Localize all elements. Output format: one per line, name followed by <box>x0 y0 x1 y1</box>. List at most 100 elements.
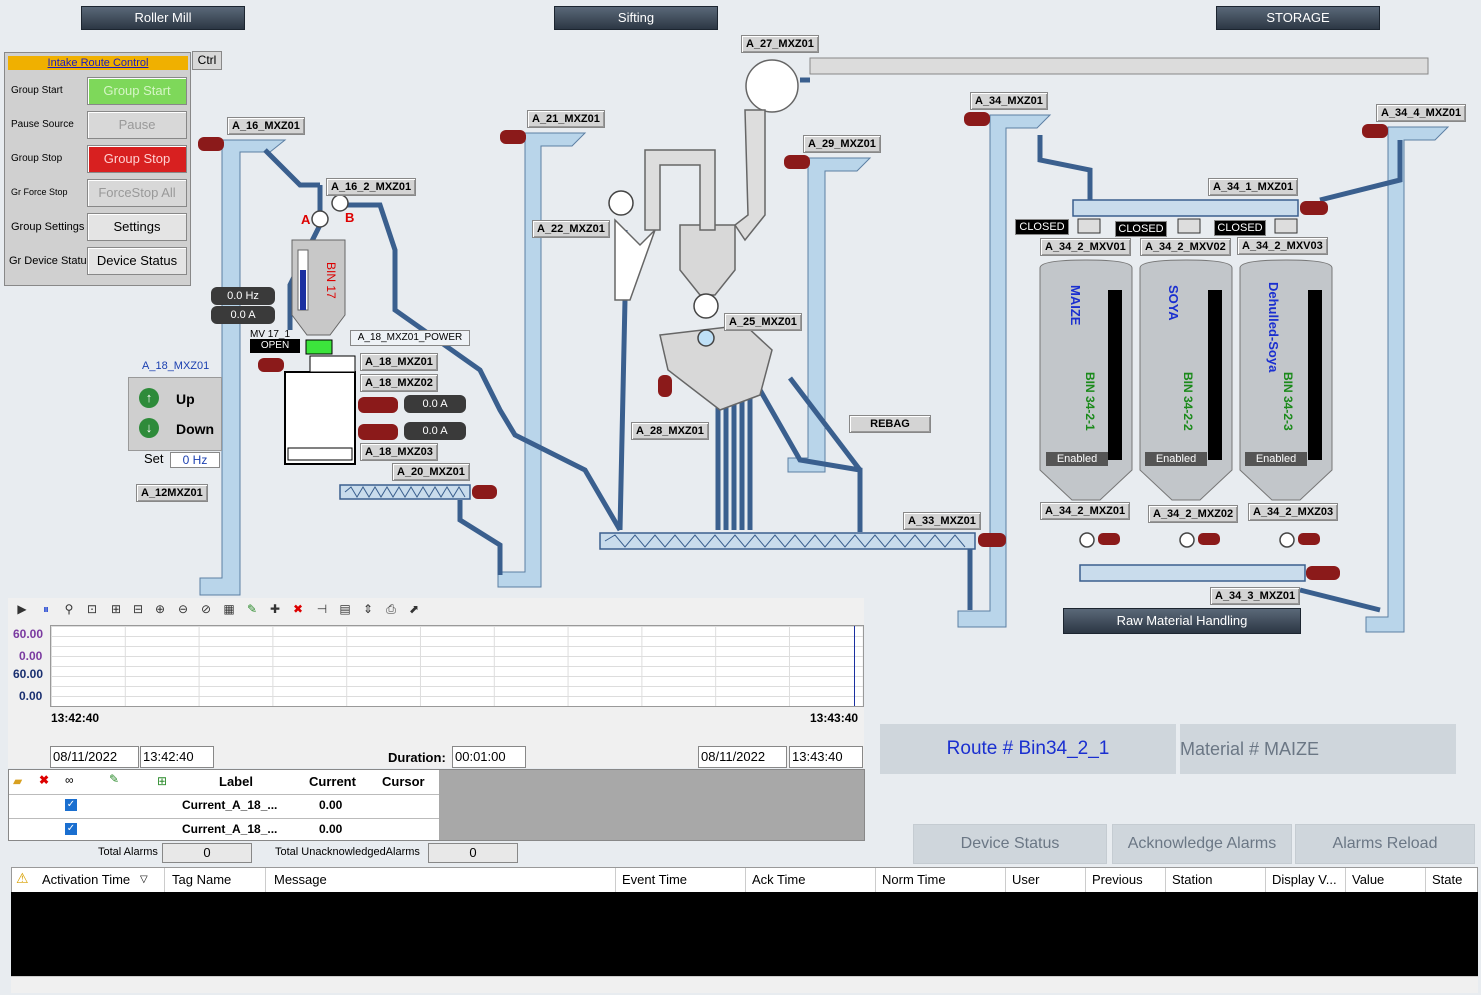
label-gr-force-stop: Gr Force Stop <box>11 187 68 197</box>
zoom-area-icon[interactable]: ⊡ <box>86 602 98 616</box>
delete-icon[interactable]: ✖ <box>292 602 304 616</box>
forcestop-all-button[interactable]: ForceStop All <box>87 179 187 207</box>
zoom-x-icon[interactable]: ⊞ <box>110 602 122 616</box>
play-icon[interactable]: ▶ <box>17 602 27 616</box>
alarm-list[interactable] <box>11 892 1478 976</box>
col-norm-time[interactable]: Norm Time <box>882 872 946 887</box>
col-message[interactable]: Message <box>274 872 327 887</box>
settings-button[interactable]: Settings <box>87 213 187 241</box>
tag-a18-2[interactable]: A_18_MXZ02 <box>360 374 438 392</box>
panel-title[interactable]: Intake Route Control <box>8 56 188 70</box>
section-roller-mill: Roller Mill <box>81 6 245 30</box>
tag-a34-1[interactable]: A_34_1_MXZ01 <box>1208 178 1299 196</box>
col-user[interactable]: User <box>1012 872 1040 887</box>
start-date-picker[interactable]: 08/11/2022 <box>50 746 139 768</box>
ctrl-button[interactable]: Ctrl <box>192 51 222 70</box>
trend-cursor[interactable] <box>854 626 855 706</box>
down-arrow-icon[interactable]: ↓ <box>139 418 159 438</box>
end-time-input[interactable]: 13:43:40 <box>789 746 863 768</box>
tag-a34-3[interactable]: A_34_3_MXZ01 <box>1210 587 1301 605</box>
duration-input[interactable]: 00:01:00 <box>452 746 526 768</box>
tag-a34-4[interactable]: A_34_4_MXZ01 <box>1376 104 1467 122</box>
add-icon[interactable]: ✚ <box>269 602 281 616</box>
export-icon[interactable]: ⬈ <box>408 602 420 616</box>
tag-a21[interactable]: A_21_MXZ01 <box>527 110 605 128</box>
tag-a12[interactable]: A_12MXZ01 <box>136 484 208 502</box>
elevator-a21 <box>497 132 587 588</box>
sort-icon[interactable]: ▽ <box>140 874 148 885</box>
end-date-picker[interactable]: 08/11/2022 <box>698 746 787 768</box>
add-pen-icon[interactable]: ⊞ <box>157 774 168 788</box>
folder-icon[interactable]: ▰ <box>13 774 23 788</box>
remove-pen-icon[interactable]: ✖ <box>39 773 50 787</box>
pen-style-icon[interactable]: ✎ <box>109 772 120 786</box>
tag-a34[interactable]: A_34_MXZ01 <box>970 92 1048 110</box>
y-tick-4: 0.00 <box>19 689 43 703</box>
device-status-button[interactable]: Device Status <box>913 824 1107 864</box>
col-event-time[interactable]: Event Time <box>622 872 688 887</box>
cursor-icon[interactable]: ⊣ <box>316 602 328 616</box>
down-label[interactable]: Down <box>176 421 215 437</box>
alarm-scrollbar[interactable] <box>11 976 1478 993</box>
device-status-panel-button[interactable]: Device Status <box>87 247 187 275</box>
pen-row-2-check[interactable]: ✓ <box>65 823 77 835</box>
alarms-reload-button[interactable]: Alarms Reload <box>1295 824 1475 864</box>
tag-a33[interactable]: A_33_MXZ01 <box>903 512 981 530</box>
col-ack-time[interactable]: Ack Time <box>752 872 806 887</box>
tag-a22[interactable]: A_22_MXZ01 <box>532 220 610 238</box>
start-time-input[interactable]: 13:42:40 <box>140 746 214 768</box>
tag-mxv03[interactable]: A_34_2_MXV03 <box>1237 237 1328 255</box>
tag-a27[interactable]: A_27_MXZ01 <box>741 35 819 53</box>
link-icon[interactable]: ⚲ <box>64 602 74 616</box>
layout-icon[interactable]: ▤ <box>339 602 351 616</box>
zoom-y-icon[interactable]: ⊟ <box>132 602 144 616</box>
zoom-in-icon[interactable]: ⊕ <box>154 602 166 616</box>
tag-a28[interactable]: A_28_MXZ01 <box>631 422 709 440</box>
col-station[interactable]: Station <box>1172 872 1213 887</box>
col-value[interactable]: Value <box>1352 872 1385 887</box>
group-start-button[interactable]: Group Start <box>87 77 187 105</box>
silo-1-name: BIN 34-2-1 <box>1083 372 1097 431</box>
tag-mxv01[interactable]: A_34_2_MXV01 <box>1040 238 1131 256</box>
a18-link-label[interactable]: A_18_MXZ01 <box>142 360 210 372</box>
reset-zoom-icon[interactable]: ⊘ <box>200 602 212 616</box>
fit-icon[interactable]: ⇕ <box>362 602 374 616</box>
group-stop-button[interactable]: Group Stop <box>87 145 187 173</box>
col-tag-name[interactable]: Tag Name <box>172 872 232 887</box>
pen-row-1-check[interactable]: ✓ <box>65 799 77 811</box>
print-icon[interactable]: ⎙ <box>386 602 396 616</box>
tag-a29[interactable]: A_29_MXZ01 <box>803 135 881 153</box>
set-label: Set <box>144 451 164 466</box>
pause-button[interactable]: Pause <box>87 111 187 139</box>
tag-a18-1[interactable]: A_18_MXZ01 <box>360 353 438 371</box>
up-arrow-icon[interactable]: ↑ <box>139 388 159 408</box>
tag-a18-3[interactable]: A_18_MXZ03 <box>360 443 438 461</box>
col-display-value[interactable]: Display V... <box>1272 872 1337 887</box>
trend-grid[interactable] <box>50 625 864 707</box>
tag-rebag[interactable]: REBAG <box>849 415 931 433</box>
pen-icon[interactable]: ✎ <box>246 602 258 616</box>
pause-icon[interactable]: ⏸ <box>42 602 49 616</box>
col-activation-time[interactable]: Activation Time <box>42 872 131 887</box>
silo-2-name: BIN 34-2-2 <box>1181 372 1195 431</box>
acknowledge-alarms-button[interactable]: Acknowledge Alarms <box>1112 824 1292 864</box>
set-input[interactable]: 0 Hz <box>170 452 220 468</box>
tag-a25[interactable]: A_25_MXZ01 <box>724 313 802 331</box>
table-icon[interactable]: ▦ <box>223 602 235 616</box>
col-previous[interactable]: Previous <box>1092 872 1143 887</box>
col-state[interactable]: State <box>1432 872 1463 887</box>
tag-a342-3[interactable]: A_34_2_MXZ03 <box>1248 503 1339 521</box>
tag-a20[interactable]: A_20_MXZ01 <box>392 463 470 481</box>
tag-a342-1[interactable]: A_34_2_MXZ01 <box>1040 502 1131 520</box>
col-current: Current <box>309 774 356 789</box>
tag-a16[interactable]: A_16_MXZ01 <box>227 117 305 135</box>
tag-power[interactable]: A_18_MXZ01_POWER <box>350 330 470 346</box>
tag-mxv02[interactable]: A_34_2_MXV02 <box>1140 238 1231 256</box>
valve-a-label: A <box>301 212 311 227</box>
label-group-settings: Group Settings <box>11 221 85 233</box>
tag-a342-2[interactable]: A_34_2_MXZ02 <box>1148 505 1239 523</box>
zoom-out-icon[interactable]: ⊖ <box>177 602 189 616</box>
up-label[interactable]: Up <box>176 391 195 407</box>
visibility-icon[interactable]: ∞ <box>65 773 74 787</box>
tag-a16-2[interactable]: A_16_2_MXZ01 <box>326 178 417 196</box>
